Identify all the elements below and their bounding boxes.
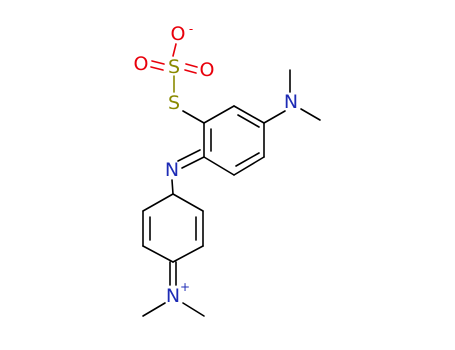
bond-ring1-c2-c3 [233,105,265,124]
bond-c1-s-bridge [182,110,205,124]
bond-s-o-left-a [151,60,165,65]
bond-c6-n-imine-a [181,156,205,169]
charge-o-minus: - [189,22,193,36]
bond-ring1-c4-c5 [233,156,265,176]
bond-n-cation-methyl-left [142,302,166,317]
bond-s-o-left-b [150,66,164,71]
atom-s-center: S [168,56,180,78]
bond-s-o-right-b [184,69,197,74]
bond-ring2-c1-c2 [142,193,174,212]
bond-lines [142,43,321,317]
bond-n-methyl-right [300,108,321,121]
bond-s-o-right-a [185,63,198,68]
atom-o-right: O [200,59,215,81]
atom-s-bridge: S [168,92,180,114]
bond-ring1-c2-c3-inner [237,114,260,128]
bond-ring2-c6-c1 [172,193,204,212]
bond-n-imine-ring2 [171,179,174,195]
atom-o-left: O [134,53,149,75]
bond-c3-n-dimethyl [263,110,286,124]
bond-ring1-c4-c5-inner [235,152,260,167]
bond-c6-n-imine-b [177,149,201,162]
atom-labels: O - O O S S N N N + [134,22,299,307]
bond-ring2-c3-c4 [142,245,174,263]
atom-n-dimethyl: N [284,91,298,113]
charge-n-cation: + [180,280,190,294]
bond-ring2-c4-c5 [172,245,204,263]
bond-n-cation-methyl-right [182,302,205,317]
atom-o-minus: O [171,23,186,45]
bond-ring1-c1-c2 [203,105,235,124]
atom-n-cation: N [166,285,180,307]
atom-n-imine: N [165,159,179,181]
bond-ring1-c5-c6 [203,156,235,176]
bond-s-o-minus [172,43,177,57]
